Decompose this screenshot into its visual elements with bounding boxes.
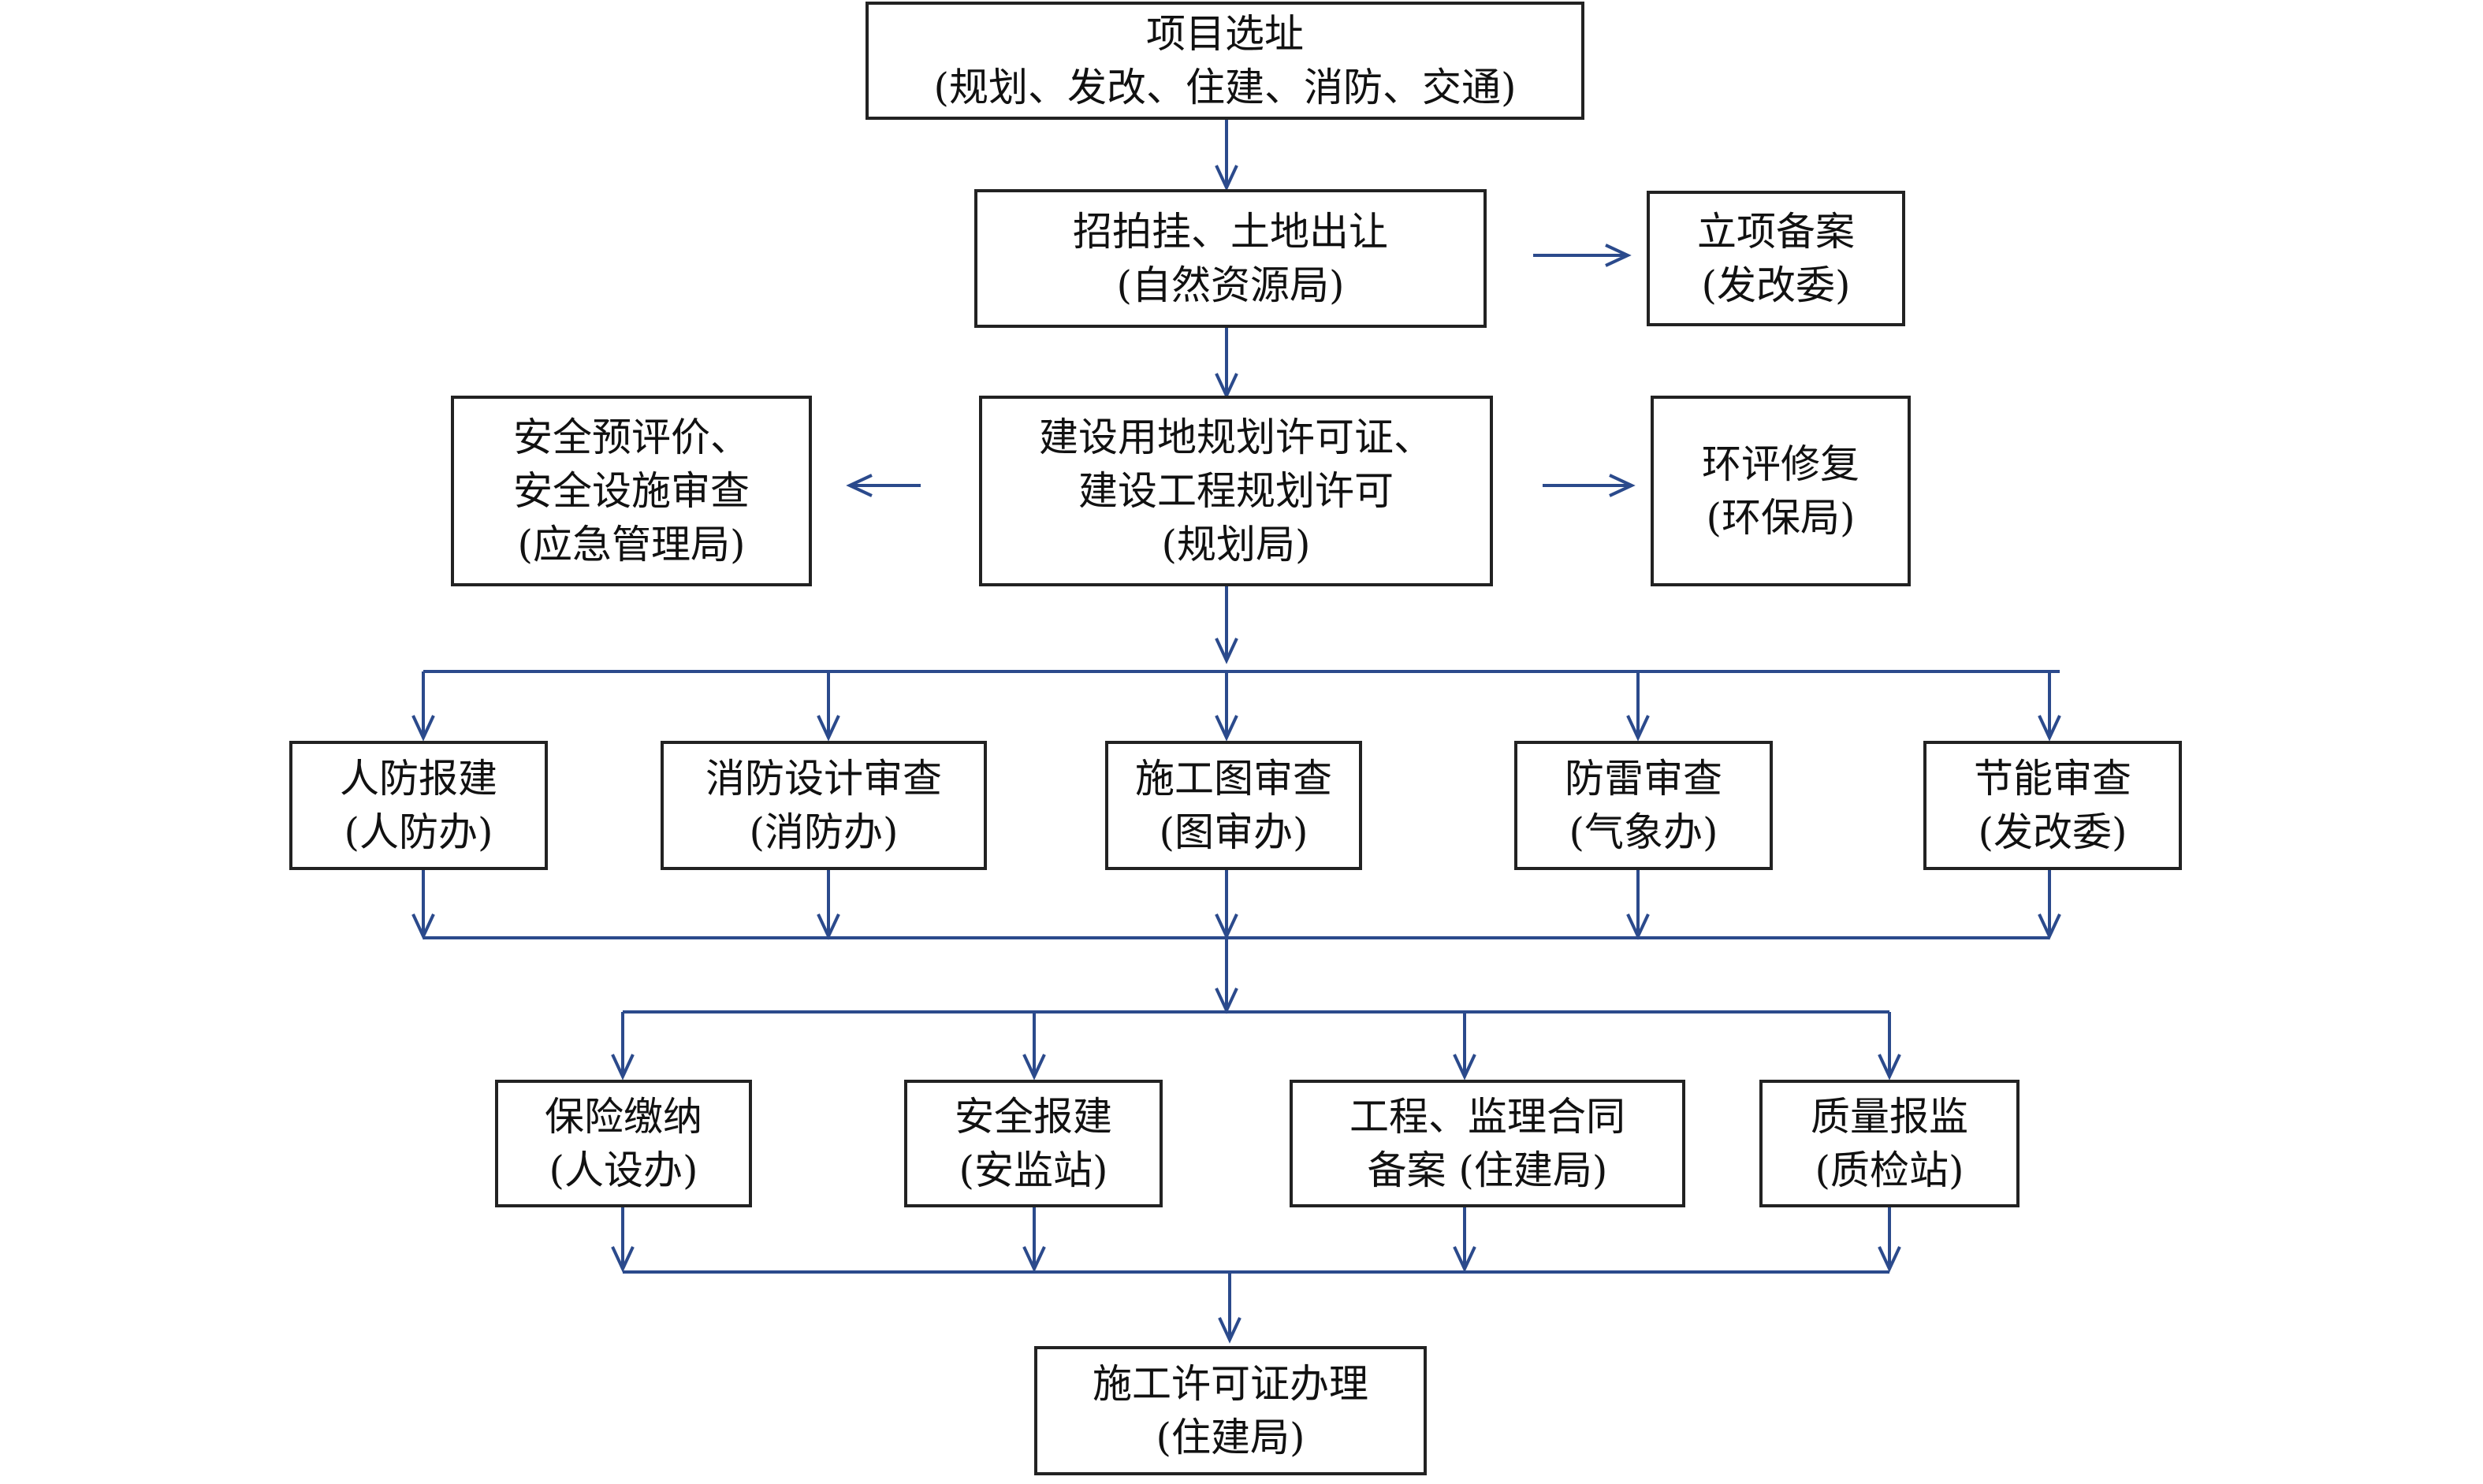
node-quality-supervision: 质量报监 (质检站) bbox=[1759, 1080, 2020, 1207]
node-energy-review: 节能审查 (发改委) bbox=[1923, 741, 2182, 870]
node-agency: (人防办) bbox=[344, 809, 493, 855]
node-agency: (质检站) bbox=[1815, 1147, 1964, 1193]
node-title: 环评修复 bbox=[1702, 441, 1859, 487]
node-title: 施工许可证办理 bbox=[1093, 1361, 1368, 1407]
node-title: 项目选址 bbox=[1146, 11, 1304, 57]
node-agency: (应急管理局) bbox=[517, 522, 746, 567]
node-title: 节能审查 bbox=[1974, 756, 2131, 802]
node-title: 防雷审查 bbox=[1565, 756, 1722, 802]
node-agency: (图审办) bbox=[1159, 809, 1309, 855]
node-title: 立项备案 bbox=[1697, 209, 1855, 255]
node-agency: (规划、发改、住建、消防、交通) bbox=[933, 65, 1517, 110]
node-title: 施工图审查 bbox=[1135, 756, 1332, 802]
node-agency: (人设办) bbox=[549, 1147, 698, 1193]
node-civil-defense: 人防报建 (人防办) bbox=[289, 741, 548, 870]
node-title: 建设用地规划许可证、 bbox=[1039, 415, 1433, 460]
node-title: 安全报建 bbox=[955, 1094, 1112, 1140]
node-insurance: 保险缴纳 (人设办) bbox=[495, 1080, 752, 1207]
node-safety-registration: 安全报建 (安监站) bbox=[904, 1080, 1163, 1207]
node-title: 保险缴纳 bbox=[545, 1094, 702, 1140]
node-title-cont: 建设工程规划许可 bbox=[1078, 468, 1394, 514]
node-agency: (气象办) bbox=[1569, 809, 1718, 855]
node-drawing-review: 施工图审查 (图审办) bbox=[1105, 741, 1362, 870]
node-title-cont: 备案 (住建局) bbox=[1367, 1147, 1608, 1193]
node-agency: (发改委) bbox=[1978, 809, 2127, 855]
node-title: 消防设计审查 bbox=[705, 756, 942, 802]
node-agency: (规划局) bbox=[1161, 522, 1311, 567]
node-title-cont: 安全设施审查 bbox=[513, 468, 750, 514]
node-agency: (发改委) bbox=[1701, 262, 1851, 308]
node-title: 工程、监理合同 bbox=[1349, 1094, 1625, 1140]
node-safety-review: 安全预评价、 安全设施审查 (应急管理局) bbox=[451, 396, 812, 586]
node-contract-filing: 工程、监理合同 备案 (住建局) bbox=[1290, 1080, 1685, 1207]
node-agency: (住建局) bbox=[1156, 1415, 1305, 1460]
node-title: 质量报监 bbox=[1811, 1094, 1968, 1140]
node-land-transfer: 招拍挂、土地出让 (自然资源局) bbox=[974, 189, 1487, 328]
node-lightning-review: 防雷审查 (气象办) bbox=[1514, 741, 1773, 870]
node-env-review: 环评修复 (环保局) bbox=[1651, 396, 1911, 586]
node-agency: (消防办) bbox=[749, 809, 899, 855]
node-construction-permit: 施工许可证办理 (住建局) bbox=[1034, 1346, 1427, 1475]
node-agency: (安监站) bbox=[959, 1147, 1108, 1193]
node-title: 人防报建 bbox=[340, 756, 497, 802]
node-title: 安全预评价、 bbox=[513, 415, 750, 460]
node-site-selection: 项目选址 (规划、发改、住建、消防、交通) bbox=[866, 2, 1584, 120]
node-agency: (环保局) bbox=[1706, 495, 1856, 541]
node-fire-design: 消防设计审查 (消防办) bbox=[661, 741, 987, 870]
node-planning-permit: 建设用地规划许可证、 建设工程规划许可 (规划局) bbox=[979, 396, 1493, 586]
node-agency: (自然资源局) bbox=[1116, 262, 1345, 308]
node-project-filing: 立项备案 (发改委) bbox=[1647, 191, 1905, 326]
node-title: 招拍挂、土地出让 bbox=[1073, 209, 1388, 255]
